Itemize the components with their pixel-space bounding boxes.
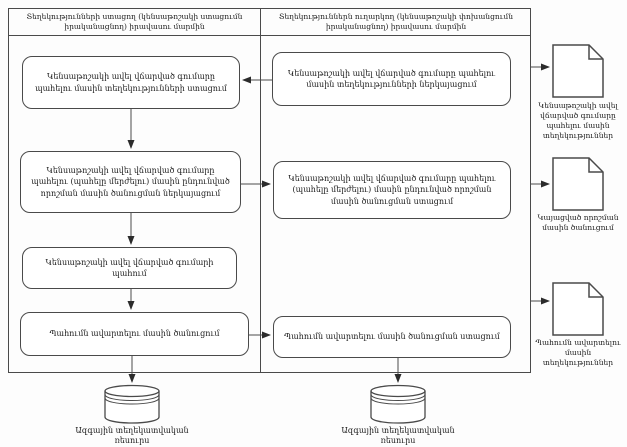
datastore-label: Ազգային տեղեկատվական ռեսուրս [341,426,455,446]
document-icon [552,282,604,336]
process-box-withhold-amount: Կենսաթոշակի ավել վճարված գումարի պահում [22,247,237,289]
document-label: Պահումն ավարտելու մասին տեղեկություններ [535,338,621,368]
process-box-notify-completion: Պահումն ավարտելու մասին ծանուցում [20,312,249,356]
process-box-submit-decision-notice: Կենսաթոշակի ավել վճարված գումարը պահելու… [20,151,241,213]
process-box-receive-completion-notice: Պահումն ավարտելու մասին ծանուցման ստացու… [273,316,511,358]
process-box-receive-decision-notice: Կենսաթոշակի ավել վճարված գումարը պահելու… [273,161,511,219]
process-box-receive-info: Կենսաթոշակի ավել վճարված գումարը պահելու… [22,56,240,109]
database-icon [370,384,426,424]
lane-divider-line [260,8,261,373]
lane-header-left: Տեղեկությունների ստացող (կենսաթոշակի ստա… [26,12,243,31]
lane-header-right: Տեղեկություններն ուղարկող (կենսաթոշակի փ… [279,12,513,31]
document-label: Կայացված որոշման մասին ծանուցում [537,213,619,233]
header-divider-line [8,35,531,36]
document-icon [552,157,604,211]
document-icon [552,44,604,98]
diagram-frame [8,8,531,373]
datastore-label: Ազգային տեղեկատվական ռեսուրս [75,426,189,446]
database-icon [104,384,160,424]
document-label: Կենսաթոշակի ավել վճարված գումարը պահելու… [538,101,618,141]
process-box-submit-info: Կենսաթոշակի ավել վճարված գումարը պահելու… [272,52,511,106]
